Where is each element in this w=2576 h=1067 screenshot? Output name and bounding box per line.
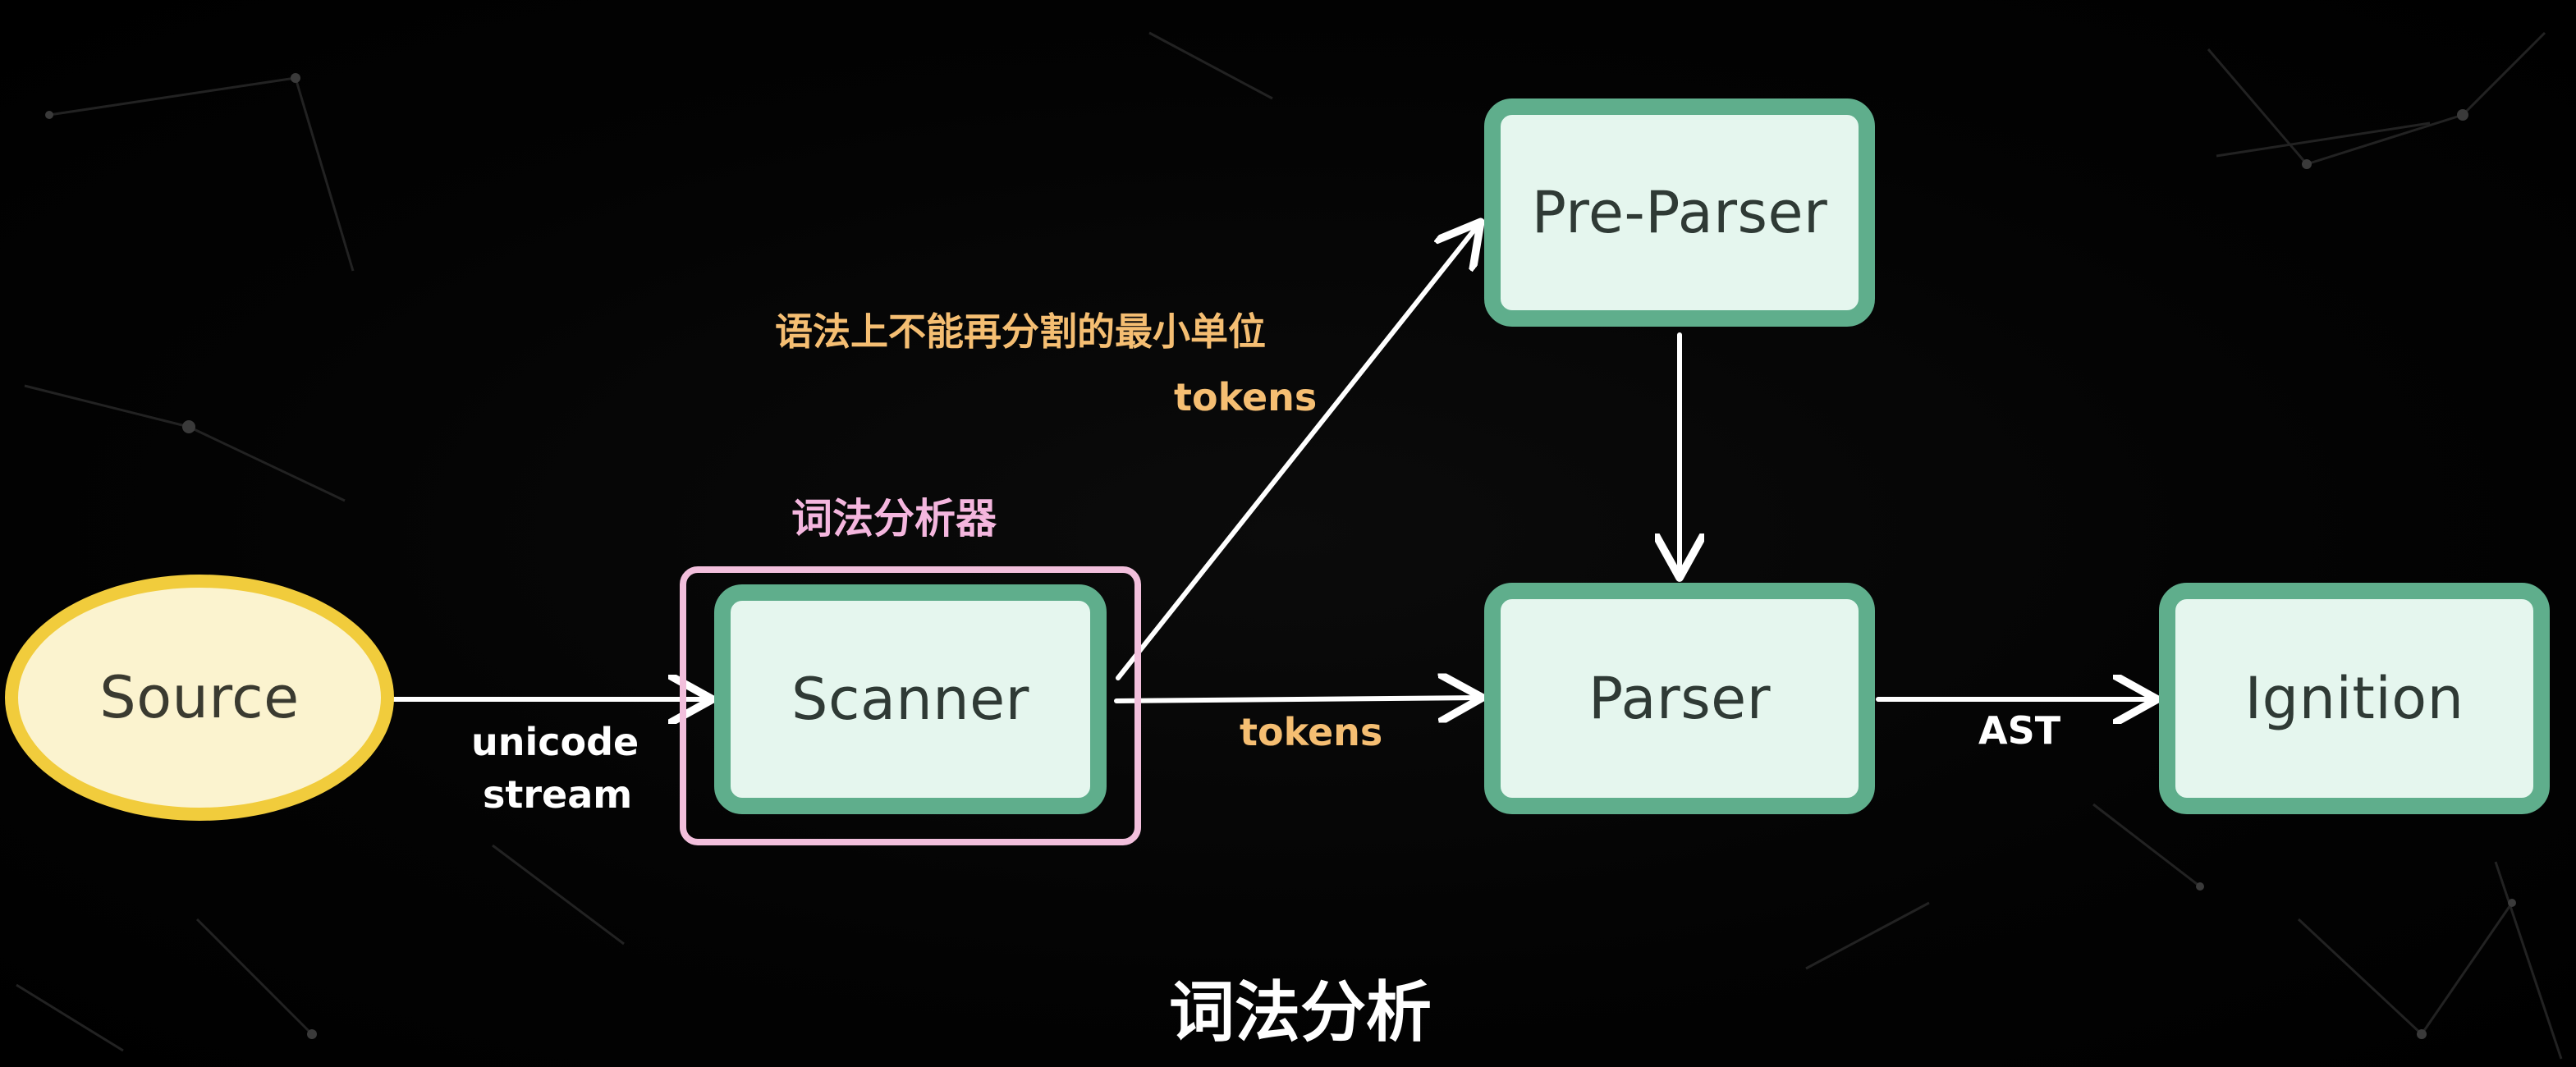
source-node: Source: [5, 575, 394, 821]
parser-node: Parser: [1484, 583, 1875, 814]
stream-label: stream: [483, 772, 633, 817]
arrow-scanner-to-preparser: [1116, 226, 1478, 680]
arrow-scanner-to-parser: [1114, 698, 1478, 701]
unicode-label: unicode: [471, 720, 639, 764]
lexer-group-label: 词法分析器: [791, 495, 997, 543]
preparser-tokens-label: tokens: [1174, 375, 1318, 419]
parser-tokens-label: tokens: [1240, 710, 1383, 754]
ignition-node: Ignition: [2159, 583, 2550, 814]
scanner-node: Scanner: [714, 584, 1107, 814]
pre-parser-node: Pre-Parser: [1484, 98, 1875, 327]
ast-label: AST: [1978, 708, 2061, 753]
token-description-label: 语法上不能再分割的最小单位: [775, 309, 1266, 354]
diagram-caption: 词法分析: [1169, 974, 1432, 1051]
lexer-group-box: [680, 566, 1141, 845]
